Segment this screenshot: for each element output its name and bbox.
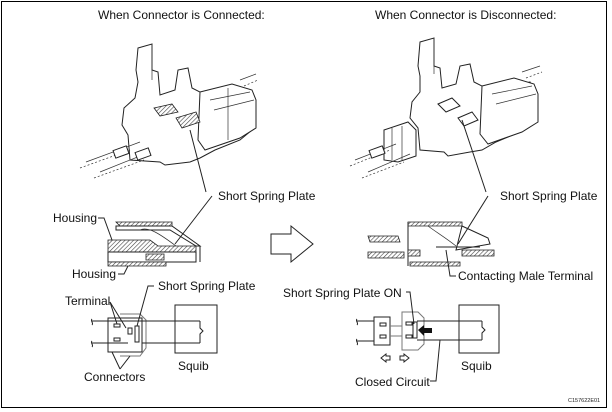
short-spring-plate-label-schematic: Short Spring Plate: [158, 279, 256, 293]
leader-line: [118, 265, 129, 275]
connectors-label: Connectors: [84, 370, 145, 384]
leader-line: [430, 339, 441, 382]
connected-schematic: [90, 304, 218, 357]
short-spring-plate-label-right: Short Spring Plate: [500, 189, 598, 203]
right-hollow-arrow-icon: [399, 352, 410, 364]
leader-line: [461, 119, 487, 193]
leader-line: [457, 195, 489, 245]
contacting-male-terminal-label: Contacting Male Terminal: [458, 269, 593, 283]
right-panel-title: When Connector is Disconnected:: [375, 8, 556, 22]
figure-frame: [1, 1, 607, 408]
housing-label-top: Housing: [53, 211, 97, 225]
leader-line: [136, 285, 154, 327]
short-spring-plate-label-left: Short Spring Plate: [218, 189, 316, 203]
disconnected-schematic: [355, 304, 500, 364]
leader-line: [111, 351, 131, 370]
contact-arrow-icon: [418, 325, 432, 336]
leader-line: [189, 129, 207, 193]
housing-label-bottom: Housing: [72, 267, 116, 281]
disconnected-cross-section: [367, 221, 495, 267]
squib-label-right: Squib: [461, 359, 492, 373]
leader-line: [174, 195, 213, 245]
left-hollow-arrow-icon: [380, 352, 391, 364]
short-spring-plate-on-label: Short Spring Plate ON: [283, 286, 402, 300]
connected-connector-illustration: [79, 43, 259, 179]
left-panel-title: When Connector is Connected:: [98, 8, 265, 22]
disconnected-connector-illustration: [349, 37, 543, 179]
leader-line: [98, 217, 113, 241]
leader-line: [445, 249, 456, 277]
connected-cross-section: [107, 221, 202, 267]
squib-label-left: Squib: [178, 359, 209, 373]
terminal-label: Terminal: [65, 294, 110, 308]
leader-line: [109, 301, 127, 329]
right-arrow-icon: [270, 224, 314, 264]
figure-code: C157622E01: [568, 398, 600, 404]
closed-circuit-label: Closed Circuit: [355, 375, 430, 389]
leader-line: [406, 291, 415, 325]
